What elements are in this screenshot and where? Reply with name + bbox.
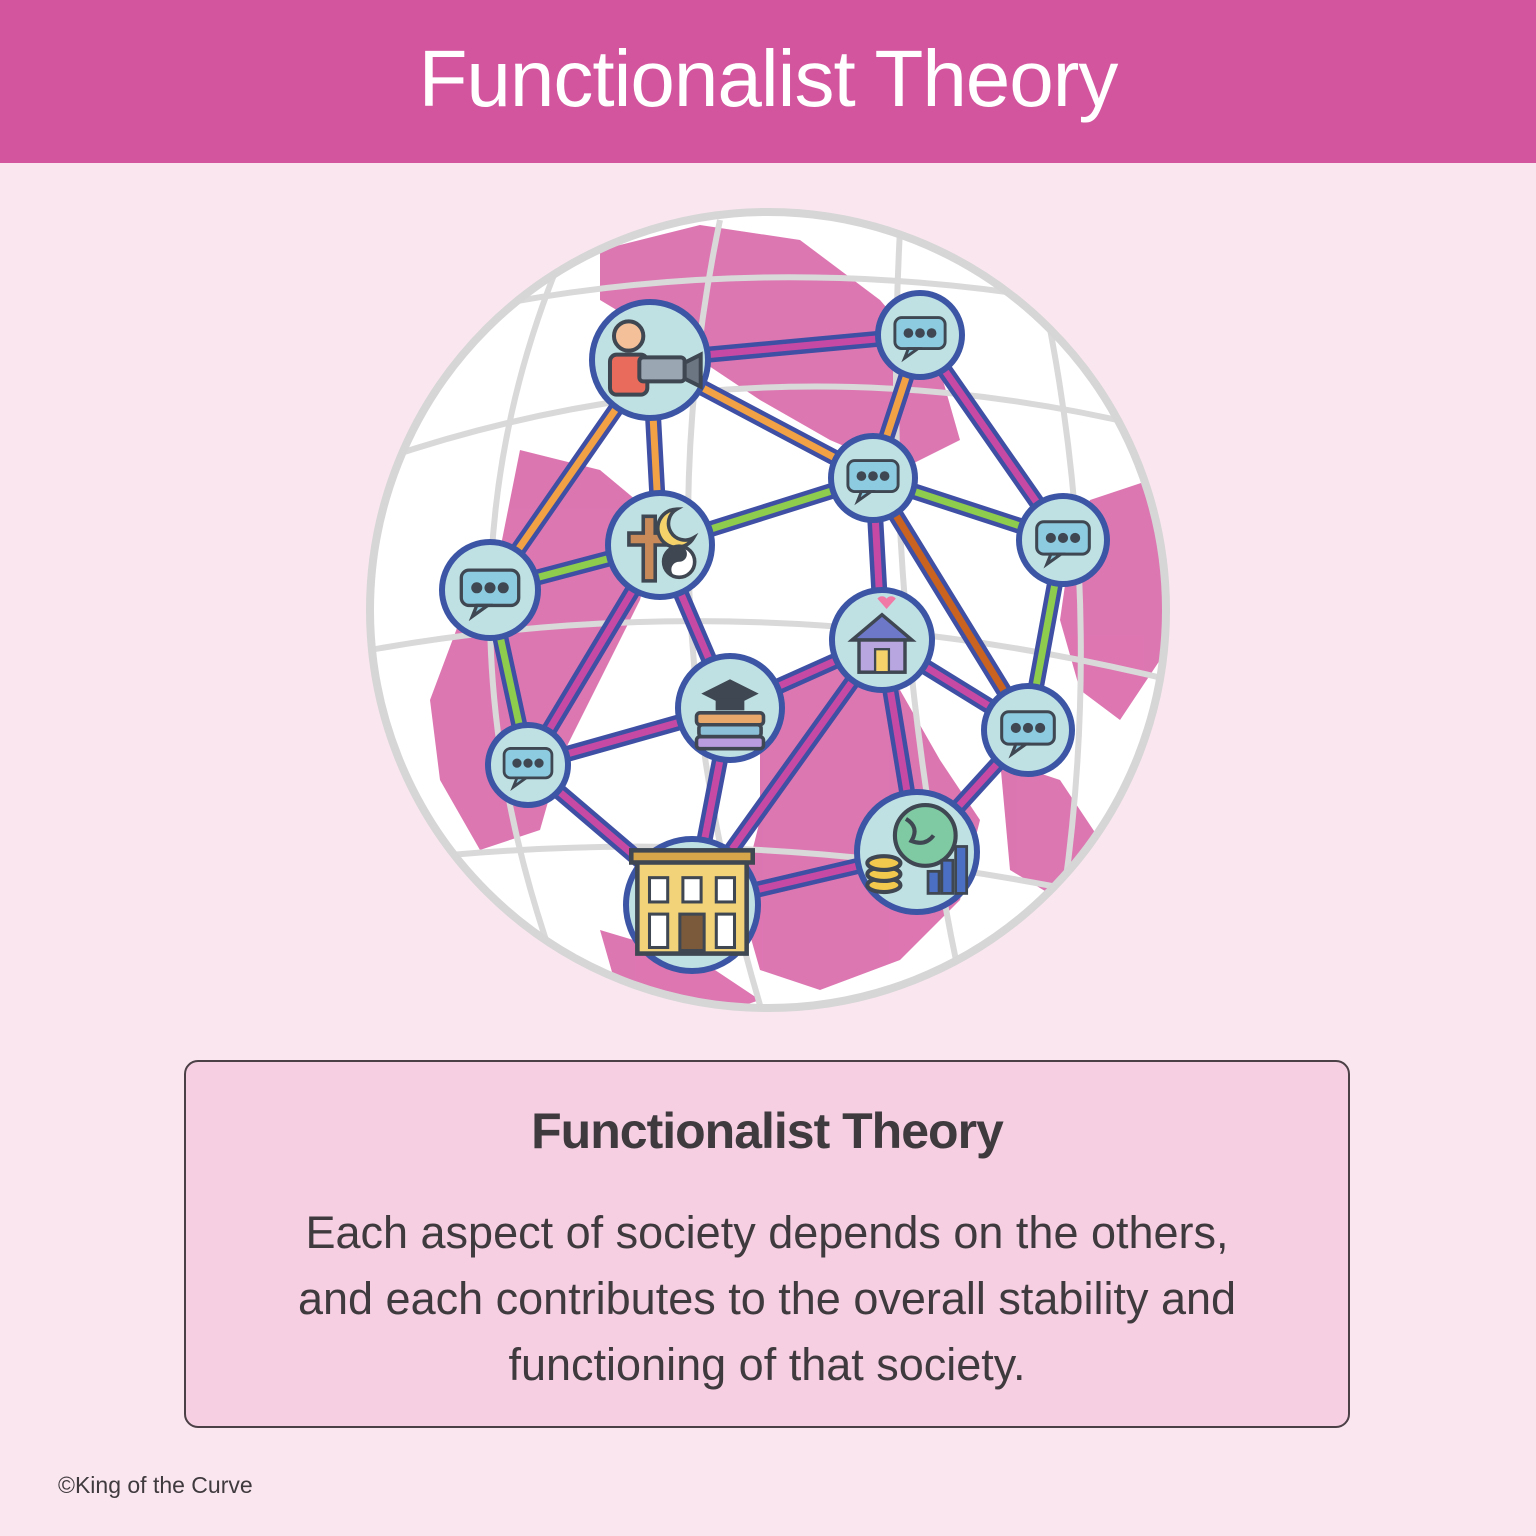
government-building-icon xyxy=(629,848,755,956)
node-chat-center xyxy=(828,433,918,523)
node-chat-lower-right xyxy=(981,683,1075,777)
card-title: Functionalist Theory xyxy=(531,1103,1004,1159)
speech-bubble-icon xyxy=(1035,520,1091,569)
card-description: Each aspect of society depends on the ot… xyxy=(297,1207,1237,1390)
speech-bubble-icon xyxy=(893,316,947,363)
link-chat-center-chat-lower-right xyxy=(865,470,1036,738)
node-religion xyxy=(605,490,715,600)
node-education xyxy=(675,653,785,763)
node-economy xyxy=(854,789,980,915)
node-family xyxy=(829,587,935,693)
camera-operator-icon xyxy=(607,319,703,397)
network-nodes xyxy=(439,290,1110,974)
society-network-diagram xyxy=(366,208,1170,1012)
node-chat-right xyxy=(1016,493,1110,587)
node-media xyxy=(589,299,711,421)
node-chat-lower-left xyxy=(485,722,571,808)
speech-bubble-icon xyxy=(1000,710,1056,759)
global-economy-icon xyxy=(865,803,969,895)
node-chat-left xyxy=(439,539,541,641)
speech-bubble-icon xyxy=(459,568,521,622)
node-chat-top-right xyxy=(875,290,965,380)
page-title: Functionalist Theory xyxy=(418,33,1119,123)
religion-symbols-icon xyxy=(627,507,699,583)
title-banner: Functionalist Theory xyxy=(0,0,1536,163)
family-home-icon xyxy=(847,596,917,674)
speech-bubble-icon xyxy=(502,747,554,791)
node-government xyxy=(623,836,761,974)
copyright-notice: ©King of the Curve xyxy=(58,1472,253,1498)
definition-card: Functionalist Theory Each aspect of soci… xyxy=(184,1060,1350,1428)
graduation-books-icon xyxy=(694,679,766,751)
speech-bubble-icon xyxy=(846,459,900,506)
